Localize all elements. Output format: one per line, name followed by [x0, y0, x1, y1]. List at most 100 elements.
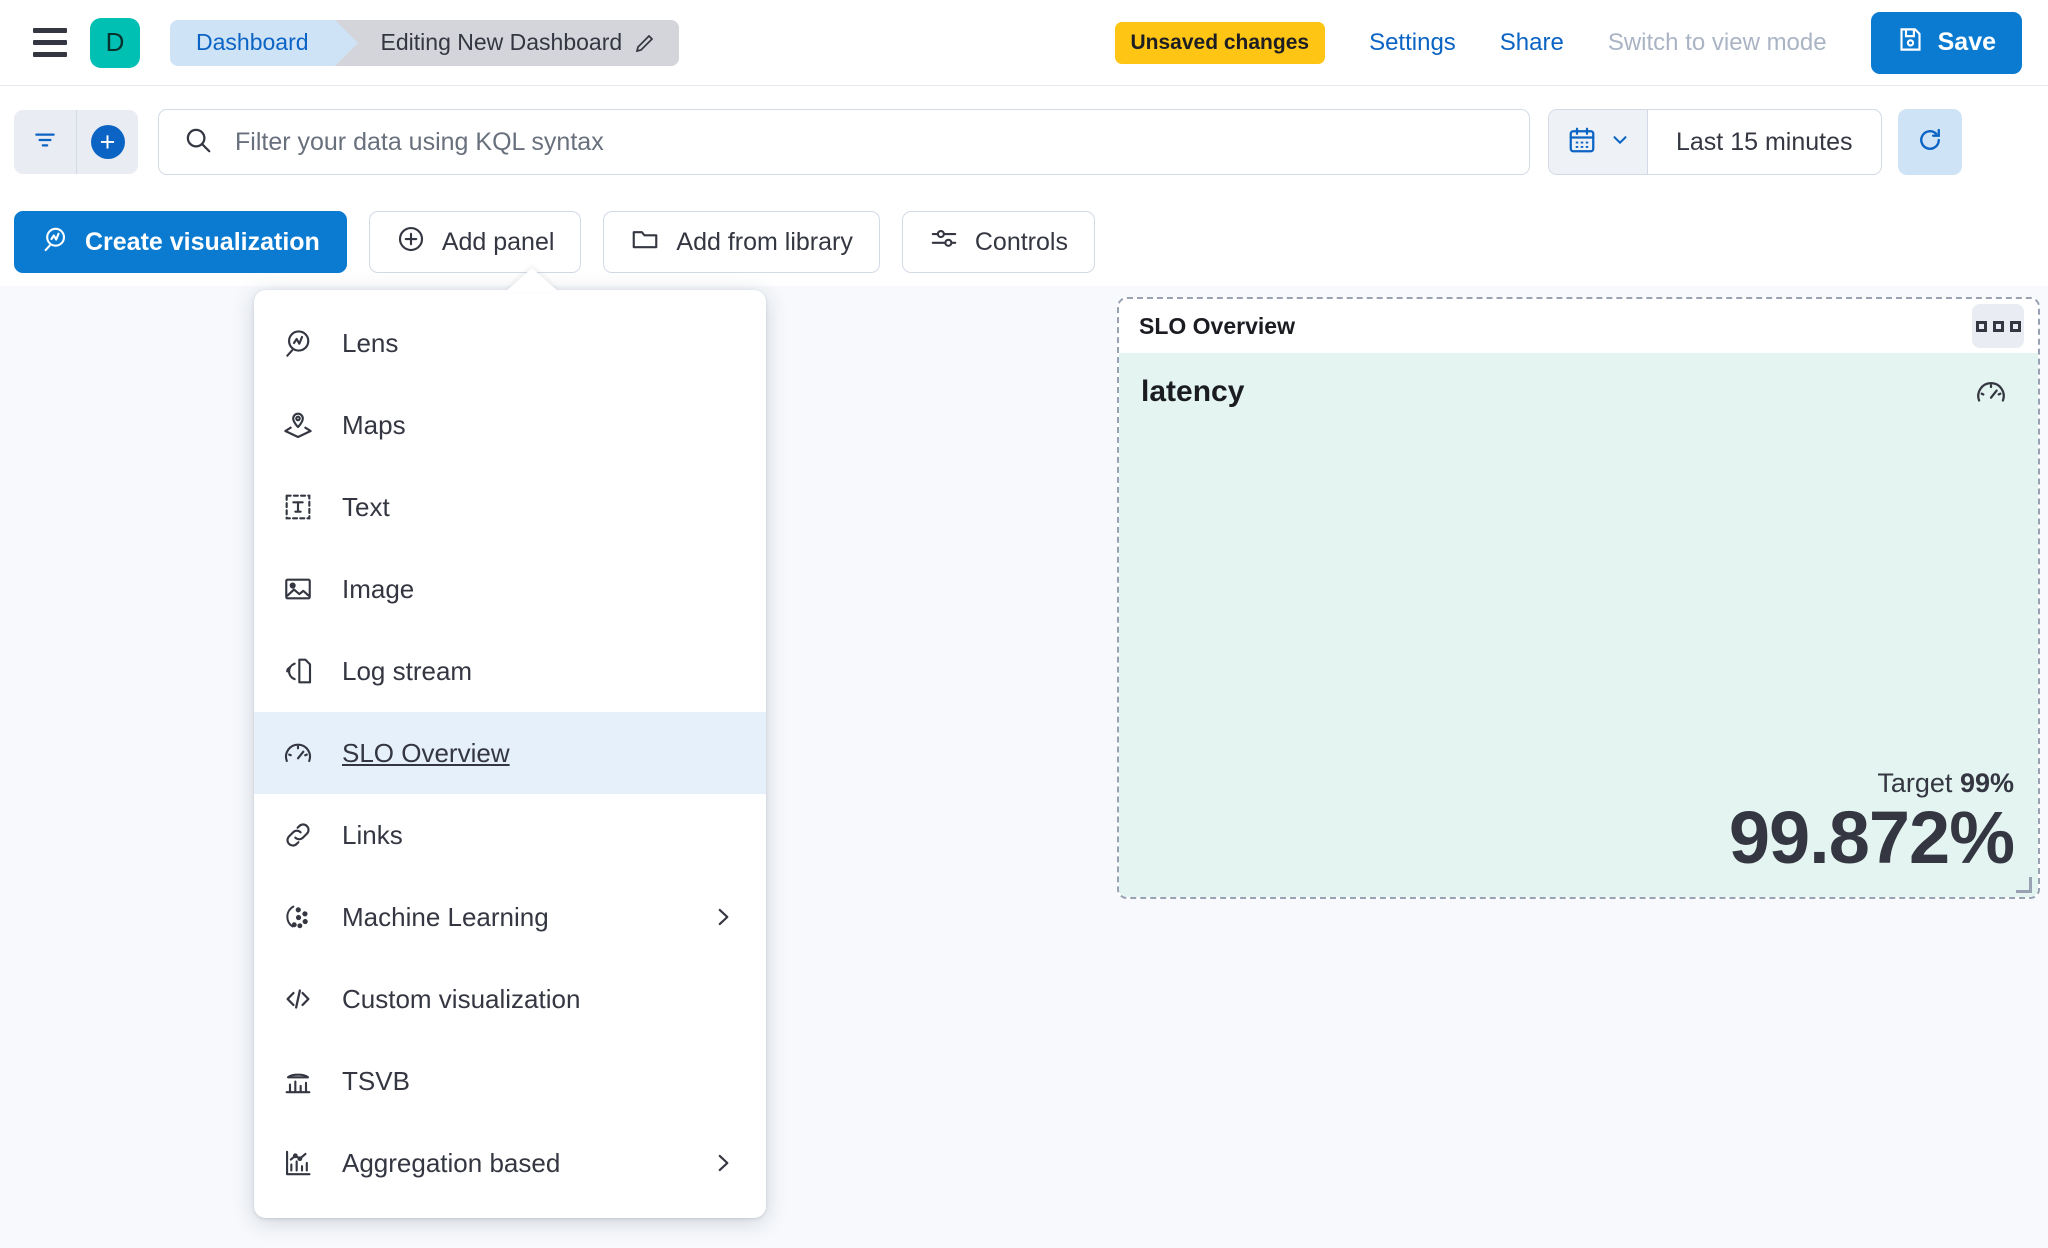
- add-panel-button[interactable]: Add panel: [368, 211, 582, 273]
- add-from-library-button[interactable]: Add from library: [603, 211, 880, 273]
- hamburger-bar: [33, 40, 67, 45]
- refresh-button[interactable]: [1897, 109, 1962, 175]
- slo-target: Target 99%: [1729, 768, 2014, 799]
- date-quick-select-button[interactable]: [1549, 110, 1648, 174]
- save-button-label: Save: [1937, 28, 1996, 56]
- panel-header: SLO Overview: [1119, 299, 2038, 353]
- panel-title[interactable]: SLO Overview: [1139, 312, 1295, 339]
- gauge-icon: [282, 737, 314, 769]
- slo-overview-panel[interactable]: SLO Overview latency Target 99% 99.872%: [1117, 297, 2040, 899]
- hamburger-menu-icon[interactable]: [28, 21, 72, 65]
- query-bar: + Filter your data using KQL syntax: [0, 86, 2048, 198]
- menu-item-links[interactable]: Links: [254, 794, 766, 876]
- code-icon: [282, 983, 314, 1015]
- panel-body: latency Target 99% 99.872%: [1119, 353, 2038, 897]
- search-icon: [183, 125, 213, 160]
- menu-item-label: SLO Overview: [342, 737, 510, 768]
- hamburger-bar: [33, 52, 67, 57]
- settings-link[interactable]: Settings: [1369, 28, 1456, 56]
- context-square: [1992, 320, 2004, 332]
- time-range-display[interactable]: Last 15 minutes: [1676, 127, 1853, 156]
- menu-item-custom-visualization[interactable]: Custom visualization: [254, 958, 766, 1040]
- tsvb-icon: [282, 1065, 314, 1097]
- chevron-down-icon: [1609, 129, 1631, 156]
- filter-options-button[interactable]: [14, 110, 76, 174]
- menu-item-machine-learning[interactable]: Machine Learning: [254, 876, 766, 958]
- refresh-icon: [1915, 125, 1945, 160]
- context-square: [1975, 320, 1987, 332]
- menu-item-label: Machine Learning: [342, 901, 549, 932]
- menu-item-aggregation-based[interactable]: Aggregation based: [254, 1122, 766, 1204]
- menu-item-tsvb[interactable]: TSVB: [254, 1040, 766, 1122]
- switch-to-view-mode-link[interactable]: Switch to view mode: [1607, 28, 1827, 56]
- controls-icon: [929, 224, 959, 261]
- plus-circle-icon: [396, 224, 426, 261]
- breadcrumb-label: Dashboard: [196, 29, 309, 55]
- add-from-library-label: Add from library: [676, 227, 853, 256]
- menu-item-label: Links: [342, 819, 403, 850]
- controls-button[interactable]: Controls: [901, 211, 1095, 273]
- slo-name-row: latency: [1141, 375, 2008, 417]
- text-icon: [282, 491, 314, 523]
- menu-item-label: Maps: [342, 409, 406, 440]
- log-stream-icon: [282, 655, 314, 687]
- menu-item-label: Image: [342, 573, 415, 604]
- breadcrumb: Dashboard Editing New Dashboard: [170, 19, 680, 66]
- breadcrumb-item-editing[interactable]: Editing New Dashboard: [334, 19, 680, 66]
- search-input[interactable]: Filter your data using KQL syntax: [158, 109, 1530, 175]
- add-panel-label: Add panel: [441, 227, 555, 256]
- menu-item-maps[interactable]: Maps: [254, 384, 766, 466]
- floppy-disk-icon: [1897, 26, 1924, 60]
- dashboard-edit-toolbar: Create visualization Add panel Add from …: [0, 198, 2048, 286]
- popover-arrow: [505, 268, 559, 292]
- menu-item-slo-overview[interactable]: SLO Overview: [254, 712, 766, 794]
- folder-icon: [630, 224, 660, 261]
- share-link[interactable]: Share: [1499, 28, 1564, 56]
- menu-item-text[interactable]: Text: [254, 466, 766, 548]
- save-button[interactable]: Save: [1870, 11, 2022, 74]
- add-filter-button[interactable]: +: [76, 110, 138, 174]
- filter-icon: [32, 127, 58, 158]
- filter-button-group: +: [14, 110, 138, 174]
- breadcrumb-label: Editing New Dashboard: [380, 29, 623, 55]
- menu-item-image[interactable]: Image: [254, 548, 766, 630]
- menu-item-label: Aggregation based: [342, 1147, 561, 1178]
- lens-icon: [282, 327, 314, 359]
- hamburger-bar: [33, 28, 67, 33]
- controls-label: Controls: [974, 227, 1068, 256]
- menu-item-label: Custom visualization: [342, 983, 581, 1014]
- menu-item-log-stream[interactable]: Log stream: [254, 630, 766, 712]
- image-icon: [282, 573, 314, 605]
- pencil-icon[interactable]: [633, 31, 657, 55]
- lens-icon: [41, 225, 69, 260]
- plus-icon: +: [90, 125, 125, 159]
- panel-resize-handle[interactable]: [2016, 877, 2032, 893]
- date-picker: Last 15 minutes: [1548, 109, 1882, 175]
- gauge-icon: [1974, 375, 2008, 417]
- map-marker-icon: [282, 409, 314, 441]
- calendar-icon: [1567, 125, 1597, 160]
- breadcrumb-item-dashboard[interactable]: Dashboard: [170, 19, 357, 66]
- agg-chart-icon: [282, 1147, 314, 1179]
- slo-sli-value: 99.872%: [1728, 796, 2015, 879]
- menu-item-label: Log stream: [342, 655, 473, 686]
- unsaved-changes-badge[interactable]: Unsaved changes: [1114, 21, 1326, 64]
- slo-metrics: Target 99% 99.872%: [1728, 768, 2015, 879]
- panel-context-menu-icon[interactable]: [1972, 304, 2024, 348]
- ml-icon: [282, 901, 314, 933]
- search-placeholder: Filter your data using KQL syntax: [235, 127, 604, 156]
- menu-item-label: TSVB: [342, 1065, 410, 1096]
- menu-item-lens[interactable]: Lens: [254, 302, 766, 384]
- create-visualization-label: Create visualization: [85, 227, 320, 256]
- link-icon: [282, 819, 314, 851]
- slo-target-label: Target: [1877, 768, 1953, 798]
- chevron-right-icon: [710, 904, 736, 930]
- menu-item-label: Text: [342, 491, 390, 522]
- space-avatar[interactable]: D: [90, 17, 140, 68]
- header-actions: Unsaved changes Settings Share Switch to…: [1114, 11, 2048, 74]
- chevron-right-icon: [710, 1150, 736, 1176]
- slo-name: latency: [1141, 375, 1245, 408]
- context-square: [2009, 320, 2021, 332]
- create-visualization-button[interactable]: Create visualization: [14, 211, 347, 273]
